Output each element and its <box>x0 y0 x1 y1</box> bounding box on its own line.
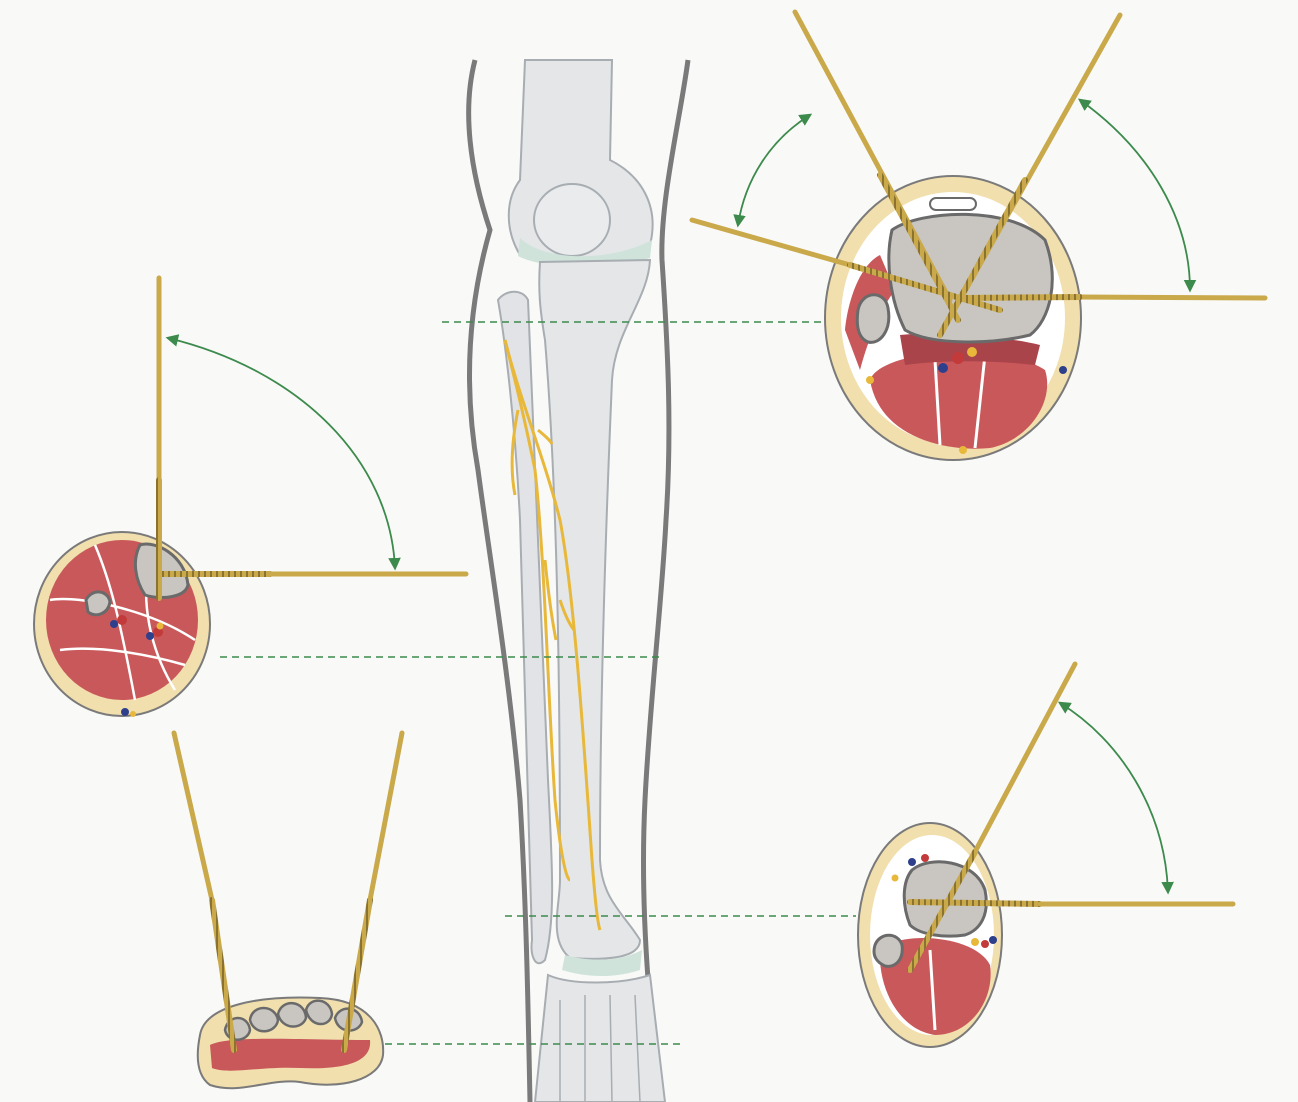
patella <box>534 184 610 256</box>
leg-skeleton-view <box>469 60 688 1102</box>
angle-arc-mid <box>168 338 395 568</box>
cross-section-lower-leg <box>858 664 1233 1047</box>
fibula-section <box>857 295 888 343</box>
cross-section-upper-leg <box>692 12 1265 460</box>
cross-section-foot <box>174 733 402 1088</box>
fibula-section <box>874 935 902 966</box>
artery <box>952 352 964 364</box>
vein <box>938 363 948 373</box>
needles-mid <box>159 278 466 598</box>
angle-arc-upper-left <box>738 115 810 225</box>
anterior-tendon <box>930 198 976 210</box>
nerve-dot <box>967 347 977 357</box>
fibula-section <box>86 592 110 615</box>
angle-arc-lower <box>1060 703 1168 892</box>
angle-arc-upper-right <box>1080 100 1190 290</box>
tibia-section <box>904 862 986 936</box>
cross-section-mid-leg <box>34 278 466 717</box>
foot-bones <box>535 975 665 1102</box>
tibia <box>539 260 650 959</box>
